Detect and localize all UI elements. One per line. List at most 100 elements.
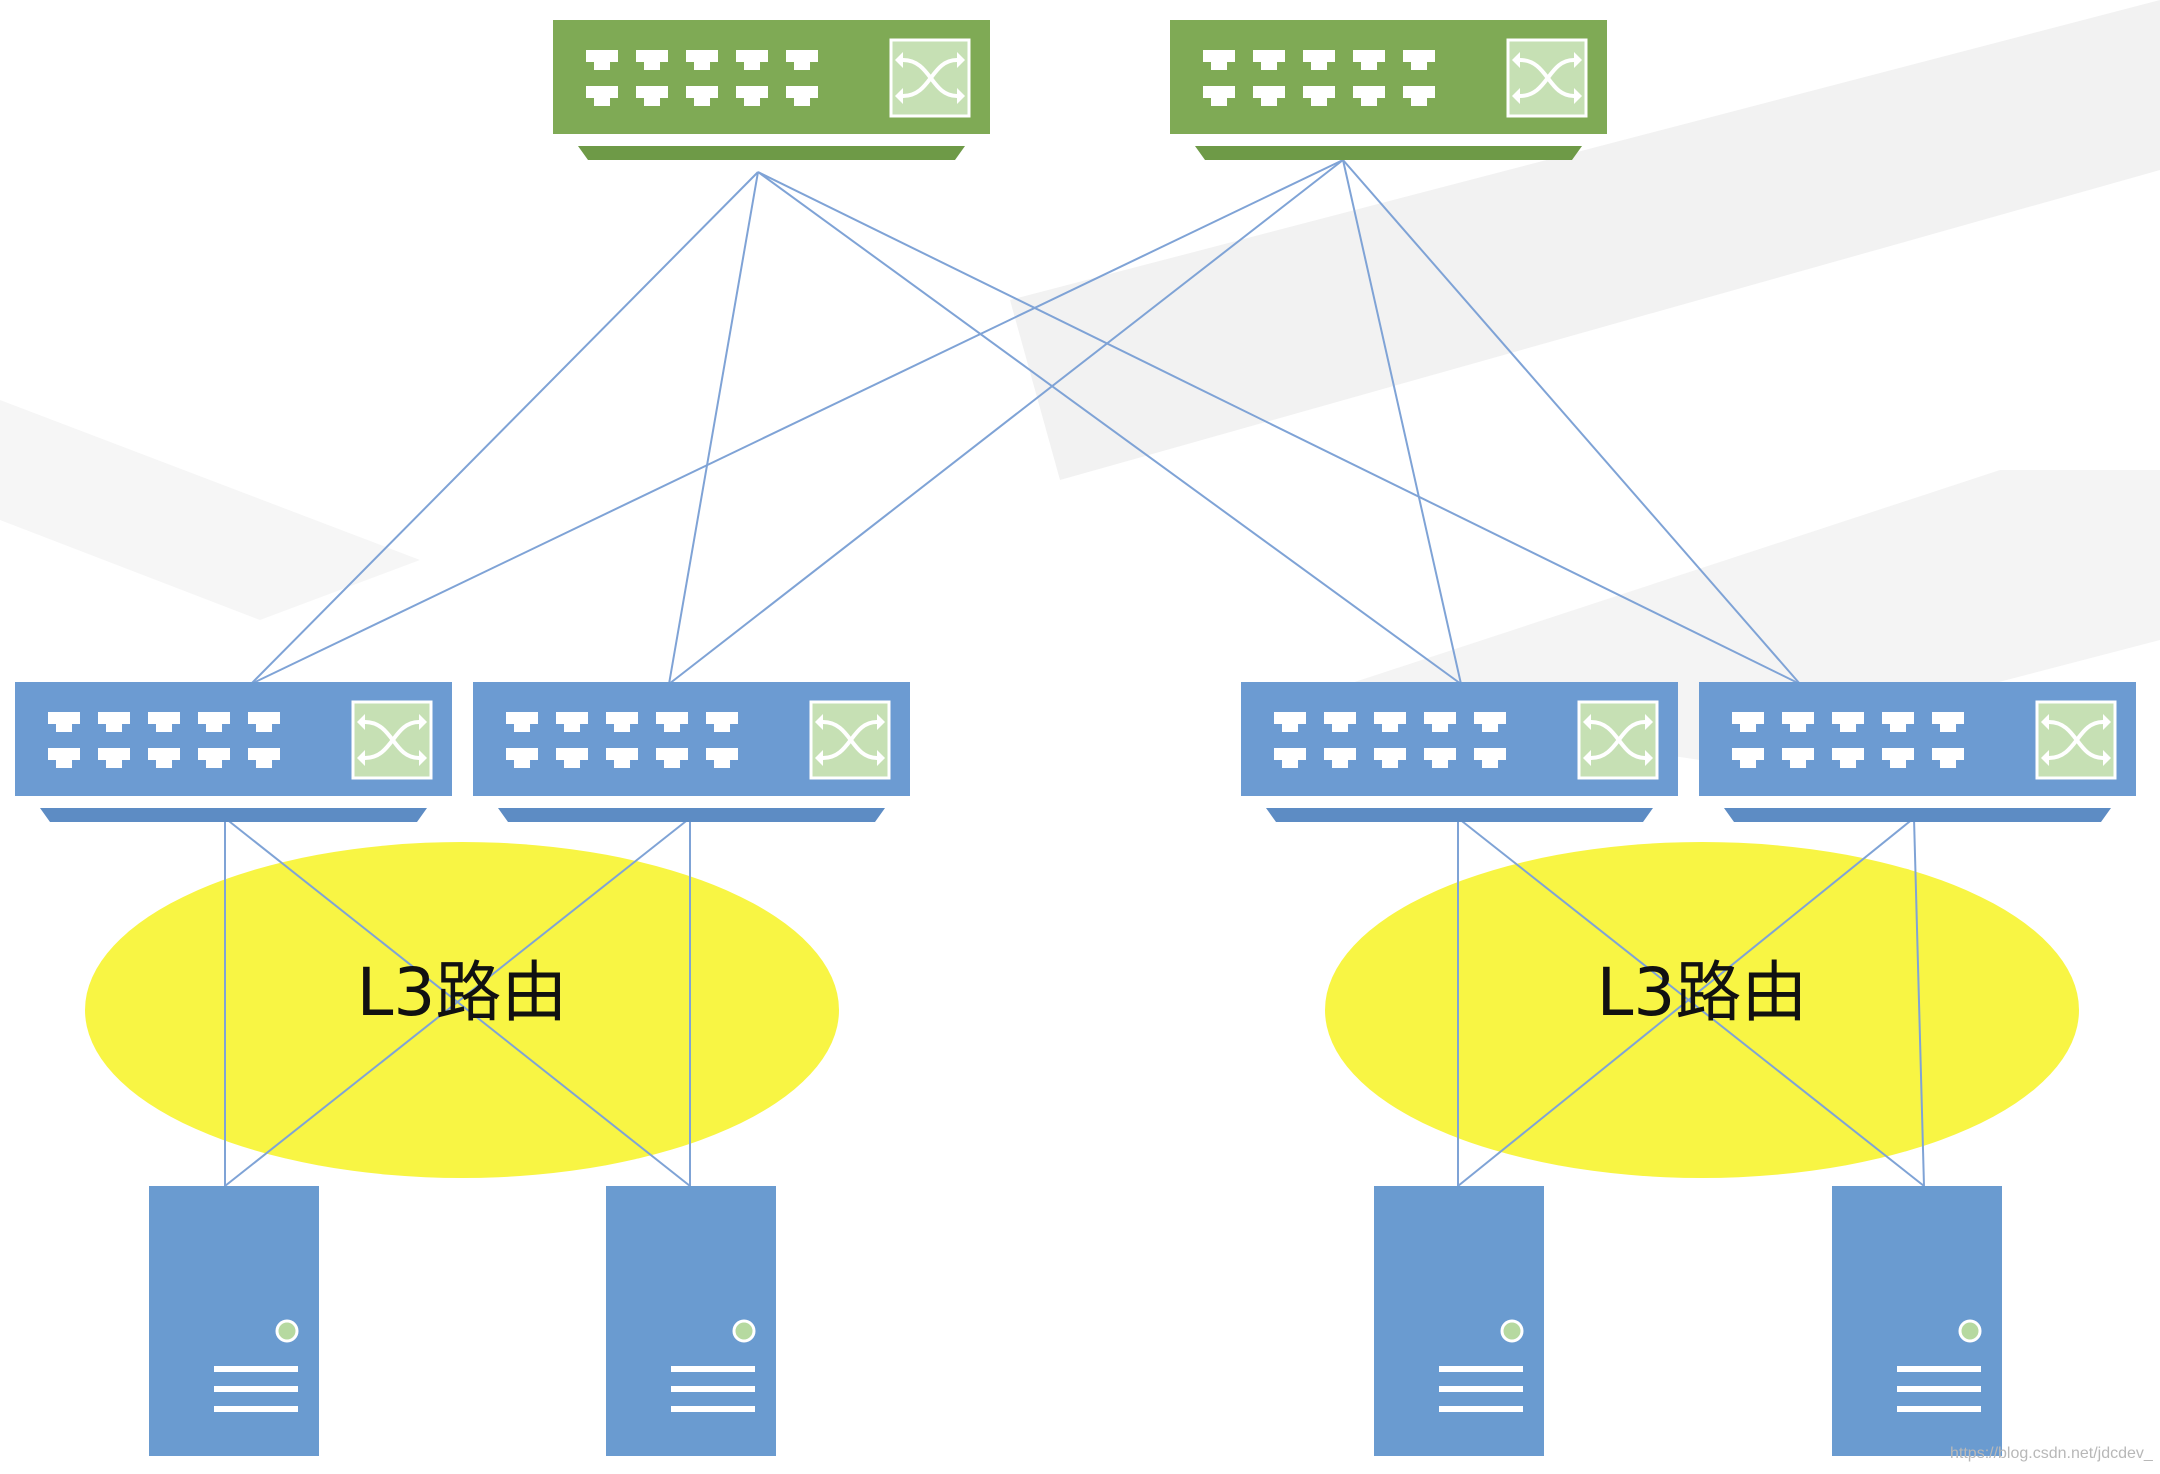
port-icon — [1832, 712, 1864, 724]
port-icon — [1832, 748, 1864, 760]
port-icon — [736, 50, 768, 62]
downlink-line — [1457, 817, 1915, 1187]
port-icon — [1274, 748, 1306, 760]
port-icon — [148, 748, 180, 760]
port-icon — [148, 712, 180, 724]
port-icon — [506, 748, 538, 760]
switch-arrows-icon — [895, 52, 903, 68]
leaf-switch-icon — [1241, 682, 1678, 822]
downlink-line — [224, 817, 691, 1187]
port-icon — [694, 62, 710, 70]
port-icon — [1324, 712, 1356, 724]
leaf-switch-icon — [15, 682, 452, 822]
port-icon — [1840, 724, 1856, 732]
server-vent-line — [1897, 1386, 1981, 1392]
switch-arrows-icon — [357, 750, 365, 766]
background-band — [1010, 0, 2160, 480]
port-icon — [686, 86, 718, 98]
port-icon — [1882, 712, 1914, 724]
port-icon — [248, 712, 280, 724]
port-icon — [594, 62, 610, 70]
port-icon — [1411, 62, 1427, 70]
port-icon — [1482, 724, 1498, 732]
port-icon — [156, 760, 172, 768]
switch-arrows-icon — [2041, 750, 2049, 766]
port-icon — [794, 62, 810, 70]
port-icon — [1203, 86, 1235, 98]
port-icon — [1411, 98, 1427, 106]
server-vent-line — [1439, 1386, 1523, 1392]
uplink-line — [668, 171, 759, 685]
switch-base — [40, 808, 427, 822]
port-icon — [248, 748, 280, 760]
devices — [15, 20, 2136, 1456]
switch-arrows-icon — [822, 720, 878, 760]
port-icon — [644, 62, 660, 70]
server-led-icon — [275, 1319, 299, 1343]
port-icon — [198, 748, 230, 760]
port-icon — [1282, 760, 1298, 768]
port-icon — [1203, 50, 1235, 62]
switch-arrows-icon — [1574, 88, 1582, 104]
port-icon — [1890, 724, 1906, 732]
switch-arrows-icon — [1645, 750, 1653, 766]
switch-arrows-icon — [419, 714, 427, 730]
port-icon — [206, 724, 222, 732]
server-vent-line — [214, 1386, 298, 1392]
server-vent-line — [214, 1366, 298, 1372]
server-vent-line — [671, 1386, 755, 1392]
port-icon — [586, 86, 618, 98]
port-icon — [48, 748, 80, 760]
port-icon — [1732, 748, 1764, 760]
switch-arrows-icon — [815, 750, 823, 766]
port-icon — [1382, 724, 1398, 732]
switch-arrows-icon — [902, 58, 958, 98]
port-icon — [614, 724, 630, 732]
server-body — [149, 1186, 319, 1456]
port-icon — [556, 712, 588, 724]
switch-arrows-icon — [957, 88, 965, 104]
port-icon — [56, 760, 72, 768]
switch-arrows-icon — [364, 720, 420, 760]
uplink-line — [757, 171, 1801, 685]
port-icon — [1274, 712, 1306, 724]
server-vent-line — [214, 1406, 298, 1412]
port-icon — [786, 86, 818, 98]
labels: L3路由 L3路由 https://blog.csdn.net/jdcdev_ — [357, 954, 2154, 1462]
port-icon — [606, 712, 638, 724]
port-icon — [794, 98, 810, 106]
port-icon — [636, 50, 668, 62]
port-icon — [106, 760, 122, 768]
port-icon — [1324, 748, 1356, 760]
port-icon — [744, 62, 760, 70]
port-icon — [156, 724, 172, 732]
port-icon — [1311, 62, 1327, 70]
port-icon — [1840, 760, 1856, 768]
port-icon — [606, 748, 638, 760]
port-icon — [1261, 98, 1277, 106]
port-icon — [514, 724, 530, 732]
port-icon — [636, 86, 668, 98]
port-icon — [1382, 760, 1398, 768]
port-icon — [1261, 62, 1277, 70]
server-vent-line — [671, 1366, 755, 1372]
port-icon — [1353, 50, 1385, 62]
port-icon — [1740, 724, 1756, 732]
port-icon — [506, 712, 538, 724]
port-icon — [1790, 760, 1806, 768]
port-icon — [1403, 86, 1435, 98]
port-icon — [1424, 712, 1456, 724]
port-icon — [198, 712, 230, 724]
switch-base — [1195, 146, 1582, 160]
leaf-switch-icon — [473, 682, 910, 822]
server-vent-line — [1897, 1406, 1981, 1412]
switch-arrows-icon — [2103, 714, 2111, 730]
port-icon — [1732, 712, 1764, 724]
switch-base — [1724, 808, 2111, 822]
port-icon — [1311, 98, 1327, 106]
switch-base — [578, 146, 965, 160]
server-body — [1832, 1186, 2002, 1456]
port-icon — [1474, 748, 1506, 760]
port-icon — [1474, 712, 1506, 724]
